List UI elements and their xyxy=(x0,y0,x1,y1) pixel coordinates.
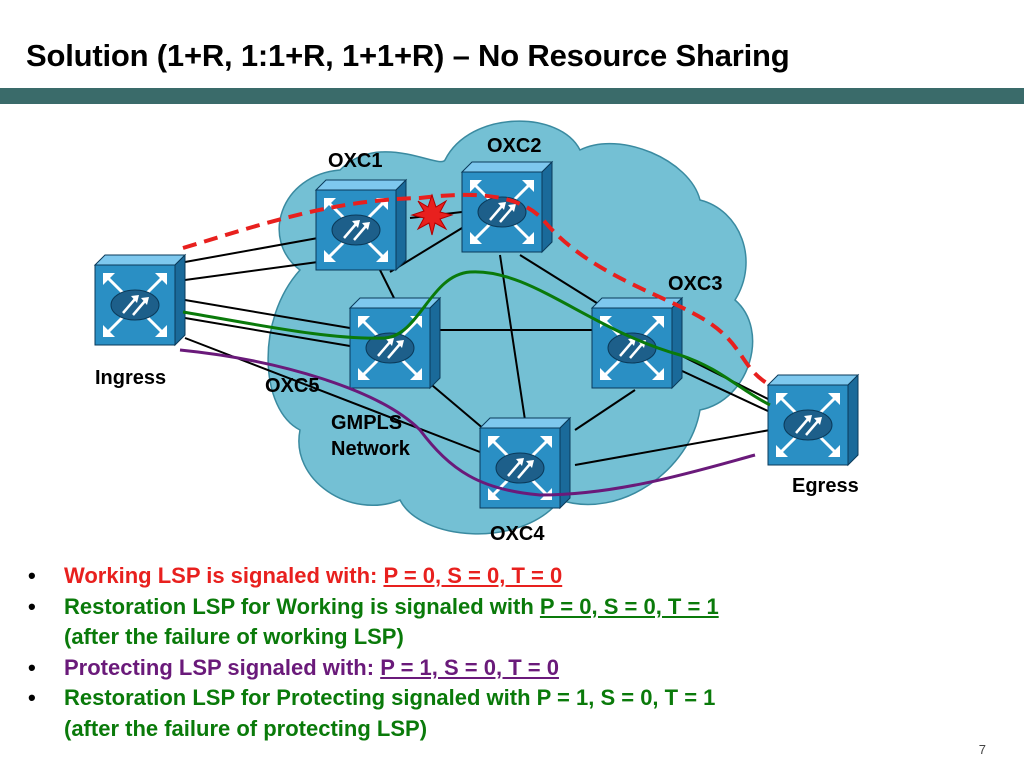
oxc3-label: OXC3 xyxy=(668,273,722,295)
oxc5-label: OXC5 xyxy=(265,375,319,397)
working-lsp-path xyxy=(182,192,771,387)
bullet-working-lsp: • Working LSP is signaled with: P = 0, S… xyxy=(28,561,719,592)
bullet-dot: • xyxy=(28,654,36,680)
failure-burst-icon xyxy=(410,193,454,236)
bullet-params: P = 0, S = 0, T = 0 xyxy=(383,563,563,588)
bullet-params: P = 0, S = 0, T = 1 xyxy=(539,593,719,619)
oxc5-router-icon xyxy=(348,296,442,390)
restoration-working-lsp-path xyxy=(182,270,771,407)
bullet-restoration-working: • Restoration LSP for Working is signale… xyxy=(28,592,719,653)
ingress-label: Ingress xyxy=(95,367,166,389)
bullet-restoration-protecting: • Restoration LSP for Protecting signale… xyxy=(28,683,719,744)
bullet-text: Working LSP is signaled with: xyxy=(64,563,384,588)
network-label-line1: GMPLS xyxy=(331,412,402,434)
bullet-dot: • xyxy=(28,593,36,619)
oxc2-label: OXC2 xyxy=(487,135,541,157)
oxc1-router-icon xyxy=(314,178,408,272)
oxc2-router-icon xyxy=(460,160,554,254)
bullet-dot: • xyxy=(28,685,36,710)
oxc3-router-icon xyxy=(590,296,684,390)
physical-links xyxy=(184,211,771,466)
bullet-text: Restoration LSP for Working is signaled … xyxy=(64,593,540,619)
oxc1-label: OXC1 xyxy=(328,150,382,172)
bullet-text: Protecting LSP signaled with: xyxy=(64,654,381,680)
oxc4-label: OXC4 xyxy=(490,523,545,545)
ingress-router-icon xyxy=(93,253,187,347)
bullet-continuation: (after the failure of working LSP) xyxy=(64,624,404,649)
slide-title: Solution (1+R, 1:1+R, 1+1+R) – No Resour… xyxy=(26,38,790,73)
bullet-text: Restoration LSP for Protecting signaled … xyxy=(64,685,716,710)
bullet-dot: • xyxy=(28,563,36,588)
title-bar xyxy=(0,88,1024,104)
page-number: 7 xyxy=(978,742,986,757)
bullet-protecting-lsp: • Protecting LSP signaled with: P = 1, S… xyxy=(28,653,719,684)
egress-router-icon xyxy=(766,373,860,467)
network-label-line2: Network xyxy=(331,438,411,460)
egress-label: Egress xyxy=(792,475,859,497)
bullet-continuation: (after the failure of protecting LSP) xyxy=(64,715,428,741)
bullet-list: • Working LSP is signaled with: P = 0, S… xyxy=(28,561,719,744)
bullet-params: P = 1, S = 0, T = 0 xyxy=(380,654,559,680)
protecting-lsp-path xyxy=(179,348,756,497)
network-diagram: OXC1 OXC2 OXC3 OXC4 OXC5 Ingress Egress … xyxy=(93,120,860,545)
